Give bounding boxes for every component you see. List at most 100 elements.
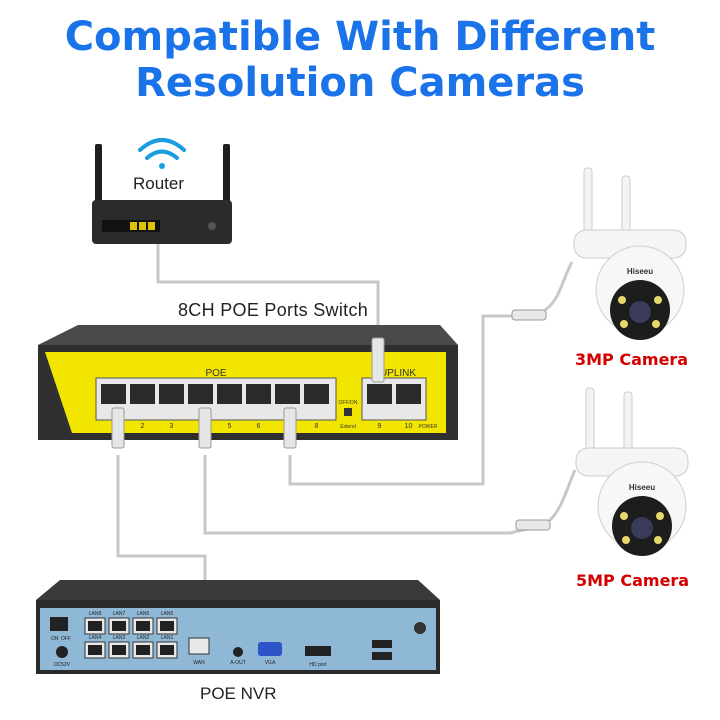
router-to-switch-cable bbox=[156, 244, 380, 346]
camera-3mp: Hiseeu bbox=[511, 167, 687, 340]
nvr-lan-label: LAN3 bbox=[113, 635, 126, 641]
switch-label: 8CH POE Ports Switch bbox=[178, 300, 369, 320]
cam2-led-1 bbox=[620, 512, 628, 520]
cam2-led-4 bbox=[654, 536, 662, 544]
page-title-line-1: Compatible With Different bbox=[64, 14, 656, 60]
wifi-icon bbox=[138, 138, 186, 169]
nvr-off-text: OFF bbox=[61, 636, 71, 642]
nvr-lan-label: LAN6 bbox=[137, 611, 150, 617]
switch-poe-text: POE bbox=[205, 368, 226, 379]
nvr-aout-text: A-OUT bbox=[230, 660, 246, 666]
router-port-yellow-1 bbox=[130, 222, 137, 230]
nvr-lan-port-opening bbox=[160, 621, 174, 631]
nvr-lan-port-opening bbox=[136, 645, 150, 655]
poe-switch: POE UPLINK OFF/ON Extend POWER 12345678 … bbox=[38, 325, 458, 440]
nvr-lan-label: LAN7 bbox=[113, 611, 126, 617]
router-antenna-right bbox=[223, 144, 230, 204]
switch-to-nvr-cable bbox=[116, 455, 207, 590]
switch-port-number: 8 bbox=[315, 423, 319, 430]
nvr-lan-port-opening bbox=[136, 621, 150, 631]
camera-5mp-label: 5MP Camera bbox=[576, 571, 690, 590]
nvr-top-surface bbox=[36, 580, 440, 600]
nvr-dc-jack bbox=[56, 646, 68, 658]
nvr-lan-label: LAN8 bbox=[89, 611, 102, 617]
nvr-usb-port-2 bbox=[372, 652, 392, 660]
switch-uplink-text: UPLINK bbox=[380, 368, 416, 379]
cam2-led-2 bbox=[656, 512, 664, 520]
nvr-usb-port-1 bbox=[372, 640, 392, 648]
switch-port-number: 5 bbox=[228, 423, 232, 430]
router-power-jack bbox=[208, 222, 216, 230]
switch-poe-port bbox=[304, 384, 329, 404]
5mp-camera-pigtail bbox=[546, 469, 577, 524]
switch-port-number: 2 bbox=[141, 423, 145, 430]
router bbox=[92, 144, 232, 244]
switch-ports: 12345678 bbox=[101, 384, 329, 430]
switch-poe-port bbox=[188, 384, 213, 404]
nvr-wan-port bbox=[188, 637, 210, 655]
switch-power-text: POWER bbox=[419, 424, 438, 430]
nvr-lan-port-opening bbox=[88, 621, 102, 631]
router-antenna-left bbox=[95, 144, 102, 204]
plug-uplink bbox=[371, 337, 385, 383]
nvr-lan-label: LAN4 bbox=[89, 635, 102, 641]
cam1-led-4 bbox=[652, 320, 660, 328]
cam1-lens bbox=[629, 301, 651, 323]
cam2-brand-logo: Hiseeu bbox=[629, 483, 655, 492]
switch-poe-port bbox=[101, 384, 126, 404]
switch-uplink-number: 10 bbox=[405, 423, 413, 430]
switch-uplink-port bbox=[367, 384, 392, 404]
nvr-hdmi-port bbox=[305, 646, 331, 656]
nvr-vga-port bbox=[258, 642, 282, 656]
cam1-led-3 bbox=[620, 320, 628, 328]
plug-port-1 bbox=[111, 407, 125, 449]
router-body bbox=[92, 200, 232, 244]
router-port-yellow-2 bbox=[139, 222, 146, 230]
nvr-lan-label: LAN5 bbox=[161, 611, 174, 617]
cam1-led-1 bbox=[618, 296, 626, 304]
switch-uplink-port bbox=[396, 384, 421, 404]
cam2-led-3 bbox=[622, 536, 630, 544]
nvr-wan-text: WAN bbox=[193, 660, 205, 666]
switch-uplink-number: 9 bbox=[378, 423, 382, 430]
nvr-lan-port-opening bbox=[112, 621, 126, 631]
switch-uplink-ports: 9 10 bbox=[367, 384, 421, 430]
switch-extend-toggle bbox=[344, 408, 352, 416]
nvr-lan-port-opening bbox=[112, 645, 126, 655]
switch-poe-port bbox=[217, 384, 242, 404]
nvr-lan-label: LAN1 bbox=[161, 635, 174, 641]
switch-extend-text: Extend bbox=[340, 424, 356, 430]
nvr-aout-jack bbox=[233, 647, 243, 657]
nvr-vga-text: VGA bbox=[265, 660, 276, 666]
switch-toggle-text: OFF/ON bbox=[339, 400, 358, 406]
nvr-label: POE NVR bbox=[200, 684, 277, 703]
plug-port-7 bbox=[283, 407, 297, 449]
nvr-power-switch bbox=[50, 617, 68, 631]
router-label: Router bbox=[133, 174, 185, 193]
3mp-camera-pigtail bbox=[544, 261, 574, 312]
switch-poe-port bbox=[246, 384, 271, 404]
switch-top-surface bbox=[38, 325, 458, 345]
cam2-lens bbox=[631, 517, 653, 539]
switch-port-number: 6 bbox=[257, 423, 261, 430]
nvr-on-text: ON bbox=[51, 636, 59, 642]
switch-to-3mp-camera-cable bbox=[288, 314, 512, 486]
switch-poe-port bbox=[130, 384, 155, 404]
cam1-antenna-left bbox=[583, 167, 593, 239]
page-title-line-2: Resolution Cameras bbox=[135, 60, 585, 106]
nvr-dc-text: DC52V bbox=[54, 662, 71, 668]
nvr-hd-text: HD port bbox=[309, 662, 327, 668]
nvr-lan-label: LAN2 bbox=[137, 635, 150, 641]
plug-port-4 bbox=[198, 407, 212, 449]
router-port-yellow-3 bbox=[148, 222, 155, 230]
switch-poe-port bbox=[275, 384, 300, 404]
nvr-lan-port-opening bbox=[160, 645, 174, 655]
nvr-ground-screw bbox=[414, 622, 426, 634]
switch-port-number: 3 bbox=[170, 423, 174, 430]
nvr-back-panel bbox=[40, 608, 436, 670]
switch-poe-port bbox=[159, 384, 184, 404]
nvr-lan-port-opening bbox=[88, 645, 102, 655]
cam1-cable-connector bbox=[511, 309, 547, 321]
